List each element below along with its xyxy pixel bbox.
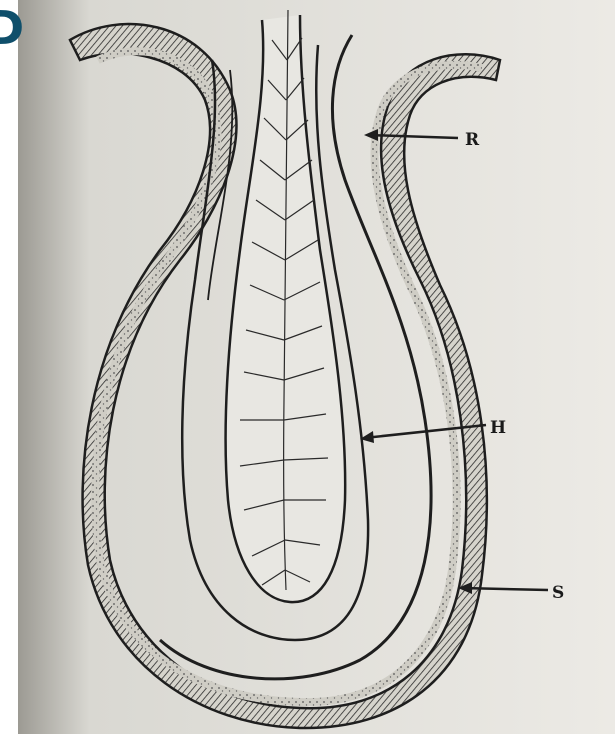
- page-margin: [0, 0, 18, 734]
- label-s: S: [552, 583, 564, 603]
- label-r: R: [465, 130, 480, 150]
- label-h: H: [490, 418, 506, 438]
- panel-letter: D: [0, 1, 24, 55]
